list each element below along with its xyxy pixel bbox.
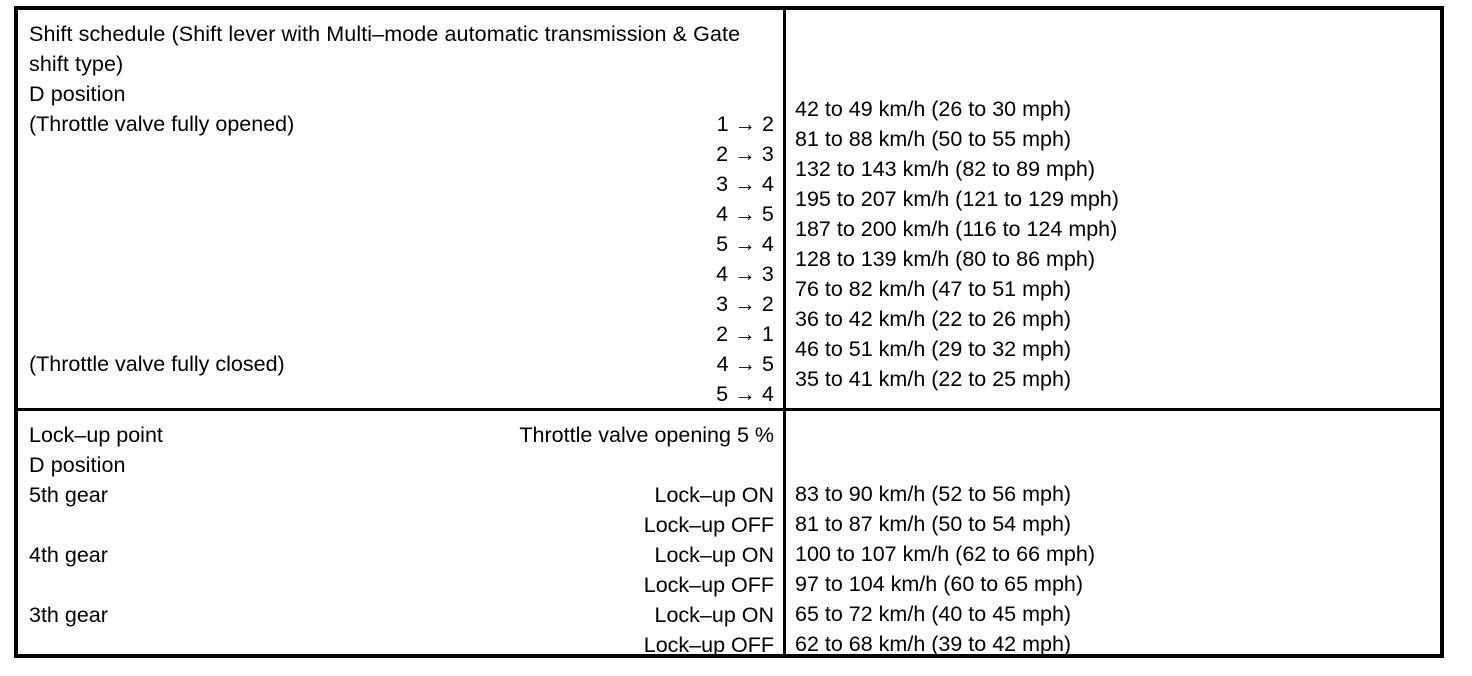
shift-schedule-label-column: Shift schedule (Shift lever with Multi–m… xyxy=(18,10,786,408)
shift-transition-7: 3 → 2 xyxy=(716,292,774,316)
lockup-row-2: Lock–up OFF xyxy=(18,510,783,540)
lockup-state-5: Lock–up ON xyxy=(654,603,774,627)
lockup-state-6: Lock–up OFF xyxy=(643,633,774,657)
lockup-speed-4: 97 to 104 km/h (60 to 65 mph) xyxy=(795,572,1084,596)
lockup-row-3: 4th gear Lock–up ON xyxy=(18,540,783,570)
shift-schedule-section: Shift schedule (Shift lever with Multi–m… xyxy=(18,10,1440,411)
lockup-gear-label-3th: 3th gear xyxy=(29,603,108,627)
lockup-row-5: 3th gear Lock–up ON xyxy=(18,600,783,630)
lockup-d-position-label: D position xyxy=(29,453,126,477)
shift-transition-6: 4 → 3 xyxy=(716,262,774,286)
shift-schedule-d-position-label: D position xyxy=(29,82,126,106)
lockup-speed-3: 100 to 107 km/h (62 to 66 mph) xyxy=(795,542,1095,566)
lockup-heading-row: Lock–up point Throttle valve opening 5 % xyxy=(18,420,783,450)
lockup-value-column: 83 to 90 km/h (52 to 56 mph) 81 to 87 km… xyxy=(786,411,1440,656)
lockup-speed-5: 65 to 72 km/h (40 to 45 mph) xyxy=(795,602,1072,626)
lockup-speed-2: 81 to 87 km/h (50 to 54 mph) xyxy=(795,512,1072,536)
shift-speed-6: 128 to 139 km/h (80 to 86 mph) xyxy=(795,247,1095,271)
shift-speed-4: 195 to 207 km/h (121 to 129 mph) xyxy=(795,187,1119,211)
shift-speed-9: 46 to 51 km/h (29 to 32 mph) xyxy=(795,337,1072,361)
shift-speed-10: 35 to 41 km/h (22 to 25 mph) xyxy=(795,367,1072,391)
lockup-point-heading: Lock–up point xyxy=(29,423,163,447)
lockup-speed-1: 83 to 90 km/h (52 to 56 mph) xyxy=(795,482,1072,506)
throttle-valve-opening-label: Throttle valve opening 5 % xyxy=(519,423,774,447)
shift-speed-7: 76 to 82 km/h (47 to 51 mph) xyxy=(795,277,1072,301)
throttle-fully-opened-label: (Throttle valve fully opened) xyxy=(29,112,295,136)
shift-schedule-label-block: Shift schedule (Shift lever with Multi–m… xyxy=(18,10,783,409)
lockup-row-1: 5th gear Lock–up ON xyxy=(18,480,783,510)
shift-schedule-value-column: 42 to 49 km/h (26 to 30 mph) 81 to 88 km… xyxy=(786,10,1440,408)
lockup-gear-label-5th: 5th gear xyxy=(29,483,108,507)
lockup-label-block: Lock–up point Throttle valve opening 5 %… xyxy=(18,411,783,660)
shift-schedule-value-block: 42 to 49 km/h (26 to 30 mph) 81 to 88 km… xyxy=(795,10,1440,394)
throttle-fully-closed-label: (Throttle valve fully closed) xyxy=(29,352,285,376)
spec-table: Shift schedule (Shift lever with Multi–m… xyxy=(14,6,1444,658)
shift-transition-4: 4 → 5 xyxy=(716,202,774,226)
lockup-state-3: Lock–up ON xyxy=(654,543,774,567)
shift-speed-3: 132 to 143 km/h (82 to 89 mph) xyxy=(795,157,1095,181)
lockup-point-section: Lock–up point Throttle valve opening 5 %… xyxy=(18,411,1440,657)
shift-transition-8: 2 → 1 xyxy=(716,322,774,346)
shift-speed-8: 36 to 42 km/h (22 to 26 mph) xyxy=(795,307,1072,331)
shift-transition-9: 4 → 5 xyxy=(716,352,774,376)
lockup-speed-6: 62 to 68 km/h (39 to 42 mph) xyxy=(795,632,1072,656)
lockup-state-1: Lock–up ON xyxy=(654,483,774,507)
shift-row-1: (Throttle valve fully opened) 1 → 2 xyxy=(18,109,783,139)
shift-transition-10: 5 → 4 xyxy=(716,382,774,406)
lockup-state-2: Lock–up OFF xyxy=(643,513,774,537)
shift-transition-3: 3 → 4 xyxy=(716,172,774,196)
shift-transition-1: 1 → 2 xyxy=(716,112,774,136)
shift-transition-5: 5 → 4 xyxy=(716,232,774,256)
shift-schedule-heading-line-1: Shift schedule (Shift lever with Multi–m… xyxy=(29,22,741,46)
lockup-row-4: Lock–up OFF xyxy=(18,570,783,600)
lockup-state-4: Lock–up OFF xyxy=(643,573,774,597)
lockup-value-block: 83 to 90 km/h (52 to 56 mph) 81 to 87 km… xyxy=(795,411,1440,659)
lockup-label-column: Lock–up point Throttle valve opening 5 %… xyxy=(18,411,786,657)
shift-schedule-heading-line-2: shift type) xyxy=(29,52,124,76)
shift-transition-2: 2 → 3 xyxy=(716,142,774,166)
shift-speed-1: 42 to 49 km/h (26 to 30 mph) xyxy=(795,97,1072,121)
shift-row-9: (Throttle valve fully closed) 4 → 5 xyxy=(18,349,783,379)
lockup-gear-label-4th: 4th gear xyxy=(29,543,108,567)
shift-speed-2: 81 to 88 km/h (50 to 55 mph) xyxy=(795,127,1072,151)
lockup-row-6: Lock–up OFF xyxy=(18,630,783,660)
shift-speed-5: 187 to 200 km/h (116 to 124 mph) xyxy=(795,217,1118,241)
